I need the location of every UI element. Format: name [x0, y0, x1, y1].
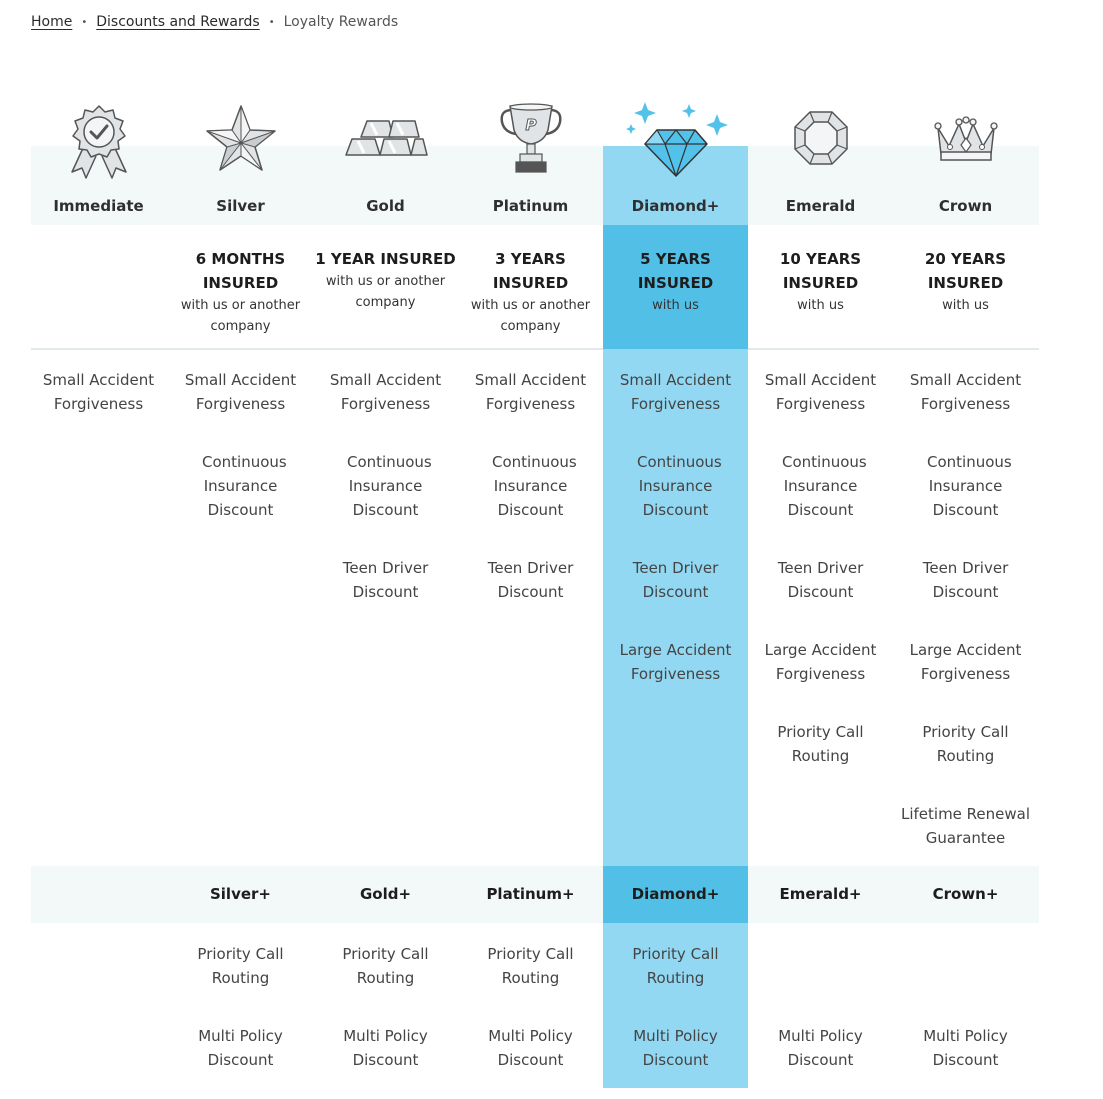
diamond-requirement-highlight	[603, 225, 748, 349]
plus-tier-crown: Crown+	[932, 885, 999, 903]
emerald-gem-icon	[766, 98, 876, 188]
plus-benefit-multi-policy-emerald: Multi Policy Discount	[778, 1027, 863, 1069]
plus-tier-platinum: Platinum+	[486, 885, 575, 903]
benefit-large-accident-crown: Large Accident Forgiveness	[909, 641, 1022, 683]
requirement-main: 5 YEARS INSURED	[637, 250, 714, 292]
plus-tier-band	[31, 866, 1039, 923]
gold-bars-icon	[331, 98, 441, 188]
benefit-continuous-silver: Continuous Insurance Discount	[202, 453, 287, 519]
tier-name-platinum: Platinum	[492, 197, 569, 215]
plus-benefit-priority-call-silver: Priority Call Routing	[197, 945, 284, 987]
requirement-silver: 6 MONTHS INSURED with us or another comp…	[168, 247, 313, 337]
benefit-continuous-platinum: Continuous Insurance Discount	[492, 453, 577, 519]
benefit-priority-call-crown: Priority Call Routing	[922, 723, 1009, 765]
benefit-teen-driver-diamond: Teen Driver Discount	[632, 559, 719, 601]
tier-name-crown: Crown	[938, 197, 993, 215]
plus-tier-emerald: Emerald+	[779, 885, 862, 903]
tier-name-silver: Silver	[216, 197, 265, 215]
benefit-continuous-emerald: Continuous Insurance Discount	[782, 453, 867, 519]
tier-name-diamond: Diamond+	[631, 197, 720, 215]
benefit-teen-driver-gold: Teen Driver Discount	[342, 559, 429, 601]
tier-name-gold: Gold	[366, 197, 405, 215]
benefit-teen-driver-emerald: Teen Driver Discount	[777, 559, 864, 601]
plus-benefit-multi-policy-crown: Multi Policy Discount	[923, 1027, 1008, 1069]
plus-benefit-multi-policy-silver: Multi Policy Discount	[198, 1027, 283, 1069]
crown-icon	[911, 98, 1021, 188]
benefit-large-accident-emerald: Large Accident Forgiveness	[764, 641, 877, 683]
requirement-main: 20 YEARS INSURED	[924, 250, 1007, 292]
requirement-diamond: 5 YEARS INSURED with us	[603, 247, 748, 316]
requirement-main: 6 MONTHS INSURED	[195, 250, 286, 292]
requirement-main: 10 YEARS INSURED	[779, 250, 862, 292]
benefit-small-accident-gold: Small Accident Forgiveness	[329, 371, 442, 413]
benefit-small-accident-diamond: Small Accident Forgiveness	[619, 371, 732, 413]
benefit-small-accident-crown: Small Accident Forgiveness	[909, 371, 1022, 413]
plus-benefit-multi-policy-diamond: Multi Policy Discount	[633, 1027, 718, 1069]
plus-benefit-multi-policy-gold: Multi Policy Discount	[343, 1027, 428, 1069]
breadcrumb-separator: •	[81, 16, 88, 28]
plus-benefit-priority-call-platinum: Priority Call Routing	[487, 945, 574, 987]
benefit-large-accident-diamond: Large Accident Forgiveness	[619, 641, 732, 683]
plus-tier-gold: Gold+	[359, 885, 412, 903]
breadcrumb-home-link[interactable]: Home	[31, 14, 73, 30]
requirement-main: 3 YEARS INSURED	[492, 250, 569, 292]
breadcrumb-separator: •	[268, 16, 275, 28]
benefit-small-accident-emerald: Small Accident Forgiveness	[764, 371, 877, 413]
svg-text:P: P	[526, 116, 537, 134]
benefit-small-accident-platinum: Small Accident Forgiveness	[474, 371, 587, 413]
benefit-small-accident-silver: Small Accident Forgiveness	[184, 371, 297, 413]
requirement-sub: with us	[942, 298, 989, 313]
requirement-emerald: 10 YEARS INSURED with us	[748, 247, 893, 316]
benefit-continuous-crown: Continuous Insurance Discount	[927, 453, 1012, 519]
requirement-gold: 1 YEAR INSURED with us or another compan…	[313, 247, 458, 313]
tier-name-emerald: Emerald	[785, 197, 856, 215]
ribbon-badge-icon	[44, 98, 154, 188]
plus-tier-diamond: Diamond+	[631, 885, 720, 903]
trophy-icon: P	[476, 98, 586, 188]
benefit-lifetime-renewal-crown: Lifetime Renewal Guarantee	[900, 805, 1031, 847]
plus-benefit-priority-call-gold: Priority Call Routing	[342, 945, 429, 987]
diamond-plus-highlight	[603, 866, 748, 923]
diamond-icon	[621, 98, 731, 188]
breadcrumb: Home • Discounts and Rewards • Loyalty R…	[31, 14, 398, 30]
benefit-teen-driver-platinum: Teen Driver Discount	[487, 559, 574, 601]
plus-benefit-priority-call-diamond: Priority Call Routing	[632, 945, 719, 987]
requirement-platinum: 3 YEARS INSURED with us or another compa…	[458, 247, 603, 337]
requirement-sub: with us or another company	[325, 274, 446, 310]
requirement-sub: with us	[797, 298, 844, 313]
requirement-main: 1 YEAR INSURED	[315, 250, 456, 268]
plus-benefit-multi-policy-platinum: Multi Policy Discount	[488, 1027, 573, 1069]
requirement-sub: with us	[652, 298, 699, 313]
benefit-teen-driver-crown: Teen Driver Discount	[922, 559, 1009, 601]
plus-tier-silver: Silver+	[209, 885, 271, 903]
requirement-sub: with us or another company	[180, 298, 301, 334]
benefit-priority-call-emerald: Priority Call Routing	[777, 723, 864, 765]
section-divider	[31, 348, 1039, 350]
requirement-sub: with us or another company	[470, 298, 591, 334]
star-icon	[186, 98, 296, 188]
tier-name-immediate: Immediate	[53, 197, 144, 215]
breadcrumb-discounts-link[interactable]: Discounts and Rewards	[96, 14, 260, 30]
breadcrumb-current: Loyalty Rewards	[283, 14, 399, 30]
requirement-crown: 20 YEARS INSURED with us	[893, 247, 1038, 316]
benefit-continuous-diamond: Continuous Insurance Discount	[637, 453, 722, 519]
benefit-small-accident-immediate: Small Accident Forgiveness	[42, 371, 155, 413]
benefit-continuous-gold: Continuous Insurance Discount	[347, 453, 432, 519]
